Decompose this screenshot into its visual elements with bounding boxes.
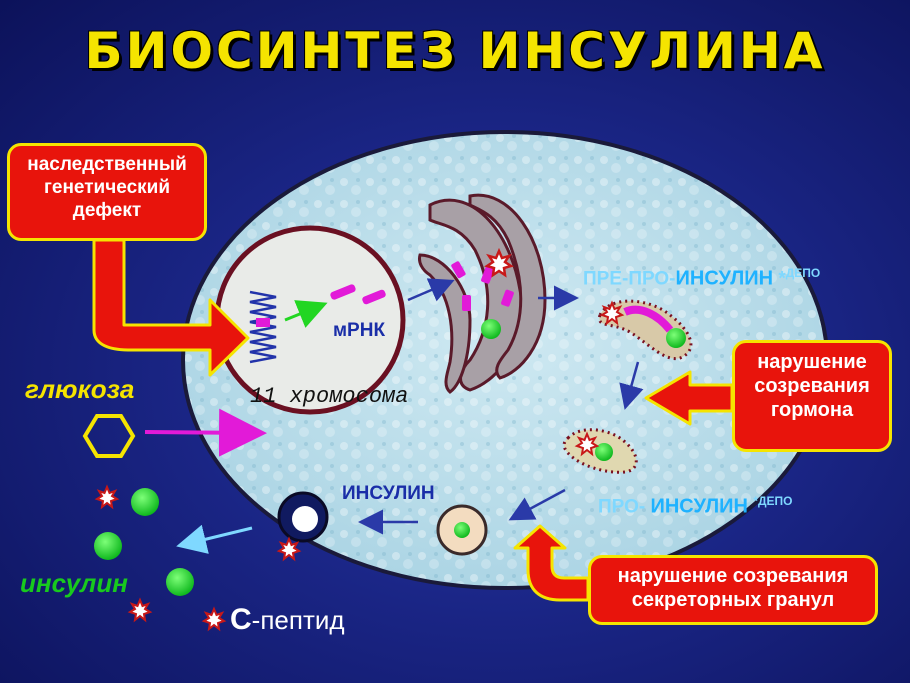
released-peptide-stars: [94, 484, 227, 632]
golgi-peptide-star: [484, 247, 514, 278]
defect-line-1: наследственный: [27, 154, 187, 175]
hormone-line-3: гормона: [770, 399, 854, 421]
preproinsulin-main: ИНСУЛИН: [675, 267, 774, 290]
proinsulin-vesicle: [562, 428, 638, 474]
preproinsulin-vesicle: [597, 299, 693, 361]
dna-coil: [249, 290, 277, 364]
glucose-hexagon: [82, 414, 136, 458]
defect-line-2: генетический: [43, 176, 171, 198]
c-peptide-rest: -пептид: [251, 605, 345, 635]
insulin-mid-label: ИНСУЛИН: [342, 483, 435, 504]
preproinsulin-prefix: ПРЕ-ПРО-: [583, 268, 676, 290]
proinsulin-label: ПРО- ИНСУЛИН *ДЕПО: [598, 494, 792, 518]
c-peptide-letter: С: [230, 603, 252, 636]
arrow-exocytosis-to-blood: [176, 524, 253, 554]
golgi-apparatus: [418, 193, 547, 394]
hormone-maturation-box: нарушение созревания гормона: [732, 340, 892, 452]
golgi-insulin-dot: [481, 319, 501, 339]
chromosome-label: 11 хромосома: [250, 384, 409, 409]
granule-maturation-box: нарушение созревания секреторных гранул: [588, 555, 878, 625]
insulin-released-label: инсулин: [20, 568, 128, 598]
hormone-line-2: созревания: [754, 375, 870, 397]
hormone-arrow: [644, 370, 734, 426]
defect-line-3: дефект: [72, 199, 142, 221]
exocytosis-vesicle: [276, 491, 329, 562]
c-peptide-label: С-пептид: [230, 603, 345, 637]
arrow-proinsulin-to-granule: [508, 488, 566, 521]
arrow-preproinsulin-to-proinsulin: [619, 361, 644, 410]
preproinsulin-sup: ДЕПО: [785, 266, 821, 280]
preproinsulin-label: ПРЕ-ПРО-ИНСУЛИН *ДЕПО: [583, 266, 820, 290]
transcription-arrow: [284, 300, 328, 328]
granules-line-1: нарушение созревания: [617, 565, 849, 587]
arrow-nucleus-to-golgi: [407, 278, 455, 302]
proinsulin-main: ИНСУЛИН: [650, 495, 748, 518]
granules-arrow: [513, 524, 590, 602]
glucose-label: глюкоза: [25, 374, 135, 404]
mrna-strands: [330, 284, 386, 305]
proinsulin-sup: *ДЕПО: [753, 494, 793, 508]
proinsulin-prefix: ПРО-: [598, 496, 646, 518]
secretory-granule: [436, 504, 488, 556]
hormone-line-1: нарушение: [757, 351, 867, 373]
glucose-arrow: [144, 408, 267, 457]
mrna-label: мРНК: [333, 320, 386, 341]
released-insulin-dots: [94, 488, 194, 596]
preproinsulin-suffix: *: [773, 268, 786, 290]
page-title: БИОСИНТЕЗ ИНСУЛИНА: [84, 22, 826, 80]
defect-arrow: [92, 238, 250, 377]
hereditary-defect-box: наследственный генетический дефект: [7, 143, 207, 241]
granules-line-2: секреторных гранул: [631, 589, 835, 611]
